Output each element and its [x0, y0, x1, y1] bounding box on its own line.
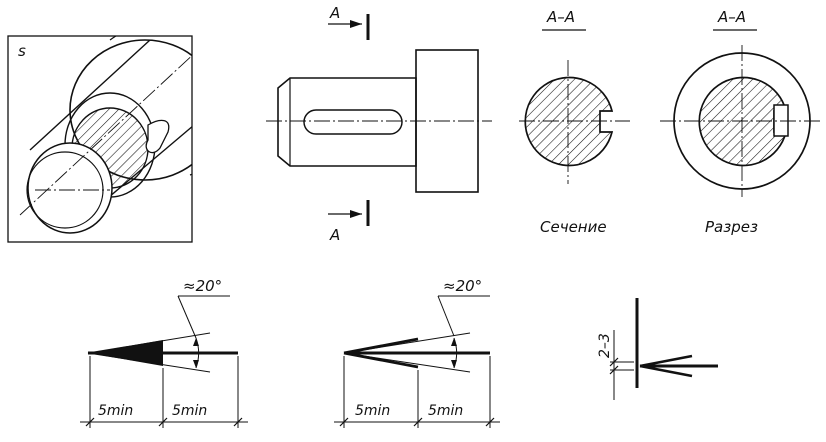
stroke-thickness-detail: 2–3	[597, 298, 718, 400]
cut-view: A–A Разрез	[660, 8, 822, 236]
arrow-detail-filled: ≈20° 5min 5min	[80, 277, 248, 428]
arrow2-dim-right: 5min	[428, 403, 463, 419]
section-caption: Сечение	[540, 218, 607, 236]
arrow1-dim-left: 5min	[98, 403, 133, 419]
cut-caption: Разрез	[705, 218, 758, 236]
arrow2-angle-label: ≈20°	[443, 277, 482, 295]
stroke-dim-label: 2–3	[597, 333, 613, 358]
section-title: A–A	[546, 8, 575, 26]
cutting-plane-3d-view: s	[7, 35, 193, 243]
arrow1-dim-right: 5min	[172, 403, 207, 419]
section-view: A–A Сечение	[519, 8, 630, 236]
arrow2-dim-left: 5min	[355, 403, 390, 419]
cut-label-bottom: A	[329, 226, 340, 244]
shaft-side-view: A A	[266, 4, 492, 244]
cut-title: A–A	[717, 8, 746, 26]
arrow1-angle-label: ≈20°	[183, 277, 222, 295]
cut-label-top: A	[329, 4, 340, 22]
plane-frame	[7, 35, 193, 243]
arrow-detail-open: ≈20° 5min 5min	[334, 277, 500, 428]
plane-label: s	[18, 42, 26, 60]
